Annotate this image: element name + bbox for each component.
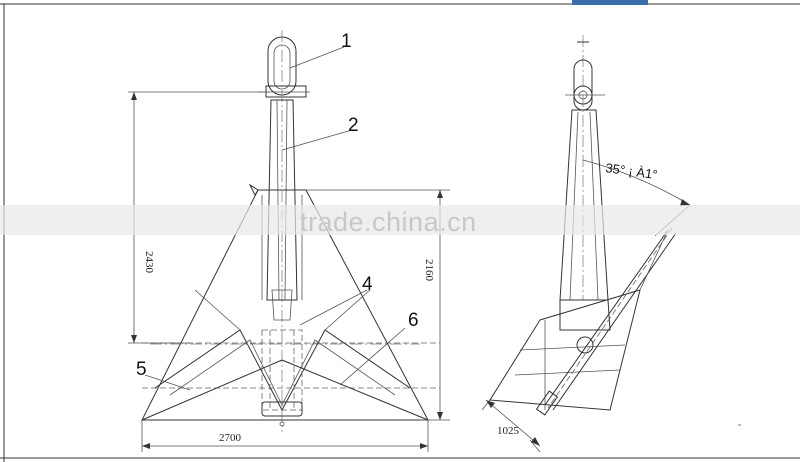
top-badge: [572, 0, 648, 5]
dim-fluke-angle: 35° ¡ À1°: [605, 160, 659, 182]
dim-base-width: 2700: [219, 432, 242, 444]
callout-6: 6: [408, 310, 419, 331]
front-view: 2430 2160 2700 1 2 4 5 6: [128, 30, 450, 452]
callout-1: 1: [341, 31, 352, 52]
callout-4: 4: [362, 274, 373, 295]
watermark: trade.china.cn: [300, 207, 477, 237]
dim-side-length: 1025: [497, 425, 520, 437]
shackle-pin: [265, 85, 307, 98]
callout-2: 2: [348, 115, 359, 136]
callout-5: 5: [136, 359, 147, 380]
bottom-lug: [261, 401, 303, 417]
dim-fluke-height: 2160: [423, 259, 435, 282]
side-fluke: [489, 289, 641, 411]
side-view: 35° ¡ À1° 1025: [481, 35, 741, 453]
dim-overall-height: 2430: [143, 251, 155, 274]
